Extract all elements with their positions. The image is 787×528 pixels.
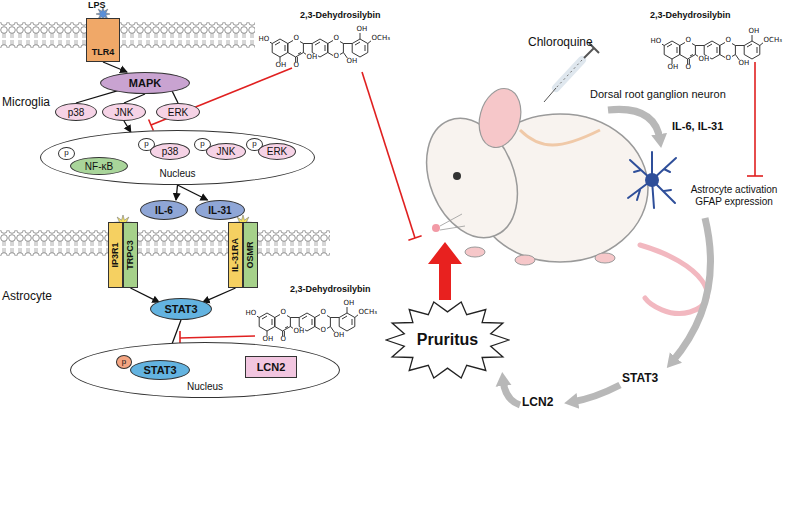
atom-label: O xyxy=(725,55,732,62)
node-text: p xyxy=(252,140,256,149)
node-text: JNK xyxy=(217,146,236,157)
node-text: IL-6 xyxy=(155,205,173,216)
kinase-oval: MAPK xyxy=(100,72,190,94)
atom-label: O xyxy=(320,327,327,334)
atom-label: OH xyxy=(293,328,305,335)
atom-label: OH xyxy=(698,56,710,63)
atom-label: OH xyxy=(275,62,287,69)
node-text: Nucleus xyxy=(159,168,195,179)
factor-oval: STAT3 xyxy=(130,360,190,380)
atom-label: OH xyxy=(333,332,345,339)
text-label: Astrocyte xyxy=(2,290,52,304)
node-text: p xyxy=(64,149,68,158)
atom-label: OCH₃ xyxy=(371,35,390,42)
text-label: LCN2 xyxy=(522,396,553,410)
kinase-oval: JNK xyxy=(206,143,246,160)
pathway-arrow xyxy=(131,288,160,302)
text-label: Astrocyte activation GFAP expression xyxy=(684,184,784,207)
atom-label: OH xyxy=(738,60,750,67)
node-text: TRPC3 xyxy=(126,240,136,270)
node-text: STAT3 xyxy=(164,303,197,315)
atom-label: O xyxy=(333,53,340,60)
node-text: Nucleus xyxy=(187,381,223,392)
atom-label: O xyxy=(333,35,340,42)
pathway-arrow xyxy=(178,185,208,200)
node-text: NF-κB xyxy=(85,161,113,172)
node-text: p xyxy=(200,140,204,149)
atom-label: O xyxy=(320,309,327,316)
atom-label: HO xyxy=(245,310,257,317)
pathway-arrow xyxy=(124,121,131,132)
atom-label: OCH₃ xyxy=(358,309,377,316)
receptor-box: IP3R1 xyxy=(108,222,123,288)
atom-label: O xyxy=(293,62,300,69)
node-text: p xyxy=(122,358,126,367)
pathway-arrow xyxy=(203,288,236,302)
factor-oval: NF-κB xyxy=(70,157,128,175)
pathway-arrow xyxy=(76,91,118,103)
receptor-box: TRPC3 xyxy=(123,222,138,288)
pathway-arrow xyxy=(176,185,178,200)
pruritus-burst: Pruritus xyxy=(385,300,510,380)
kinase-oval: p38 xyxy=(55,103,97,121)
node-text: STAT3 xyxy=(143,364,176,376)
node-text: ERK xyxy=(267,146,288,157)
node-text: p xyxy=(144,140,148,149)
text-label: Microglia xyxy=(2,96,50,110)
atom-label: HO xyxy=(650,38,662,45)
atom-label: OH xyxy=(262,336,274,343)
atom-label: O xyxy=(293,35,300,42)
nucleus-ellipse: NucleuspNF-κBpp38pJNKpERK xyxy=(40,130,315,185)
node-text: OSMR xyxy=(246,241,256,268)
kinase-oval: ERK xyxy=(258,143,296,160)
node-text: MAPK xyxy=(129,77,161,89)
atom-label: O xyxy=(685,64,692,71)
atom-label: OH xyxy=(306,54,318,61)
node-text: p38 xyxy=(68,107,85,118)
atom-label: OCH₃ xyxy=(763,37,782,44)
node-text: IL-31 xyxy=(208,205,231,216)
text-label: Chloroquine xyxy=(528,36,593,50)
atom-label: O xyxy=(280,336,287,343)
cytokine-oval: IL-6 xyxy=(140,200,188,220)
text-label: LPS xyxy=(88,0,106,10)
atom-label: O xyxy=(725,37,732,44)
gene-box: LCN2 xyxy=(245,356,297,378)
node-text: Pruritus xyxy=(417,331,478,349)
kinase-oval: JNK xyxy=(102,103,146,121)
node-text: ERK xyxy=(168,107,189,118)
receptor-box: OSMR xyxy=(243,222,258,288)
atom-label: O xyxy=(685,37,692,44)
phospho-circle: p xyxy=(58,147,74,160)
text-label: 2,3-Dehydrosilybin xyxy=(650,10,731,20)
kinase-oval: ERK xyxy=(156,103,200,121)
atom-label: OH xyxy=(346,58,358,65)
text-label: STAT3 xyxy=(622,372,658,386)
atom-label: OH xyxy=(356,26,368,33)
atom-label: OH xyxy=(667,64,679,71)
atom-label: OH xyxy=(748,28,760,35)
text-label: 2,3-Dehydrosilybin xyxy=(300,10,381,20)
node-text: IL-31RA xyxy=(231,238,241,272)
text-label: IL-6, IL-31 xyxy=(672,120,723,133)
text-label: Dorsal root ganglion neuron xyxy=(590,88,726,101)
node-text: IP3R1 xyxy=(111,242,121,267)
cytokine-oval: IL-31 xyxy=(195,200,245,220)
receptor-box: TLR4 xyxy=(86,18,120,62)
pathway-arrow xyxy=(172,91,178,103)
node-text: JNK xyxy=(115,107,134,118)
pathway-arrow xyxy=(103,62,127,72)
node-text: TLR4 xyxy=(92,48,115,58)
atom-label: OH xyxy=(343,300,355,307)
atom-label: O xyxy=(280,309,287,316)
factor-oval: STAT3 xyxy=(150,298,212,320)
atom-label: HO xyxy=(258,36,270,43)
nucleus-ellipse: Nucleus pSTAT3 LCN2 xyxy=(70,342,340,398)
kinase-oval: p38 xyxy=(150,143,190,160)
node-text: LCN2 xyxy=(257,361,286,373)
node-text: p38 xyxy=(162,146,179,157)
pathway-arrow xyxy=(124,94,145,103)
text-label: 2,3-Dehydrosilybin xyxy=(290,284,371,294)
receptor-box: IL-31RA xyxy=(228,222,243,288)
